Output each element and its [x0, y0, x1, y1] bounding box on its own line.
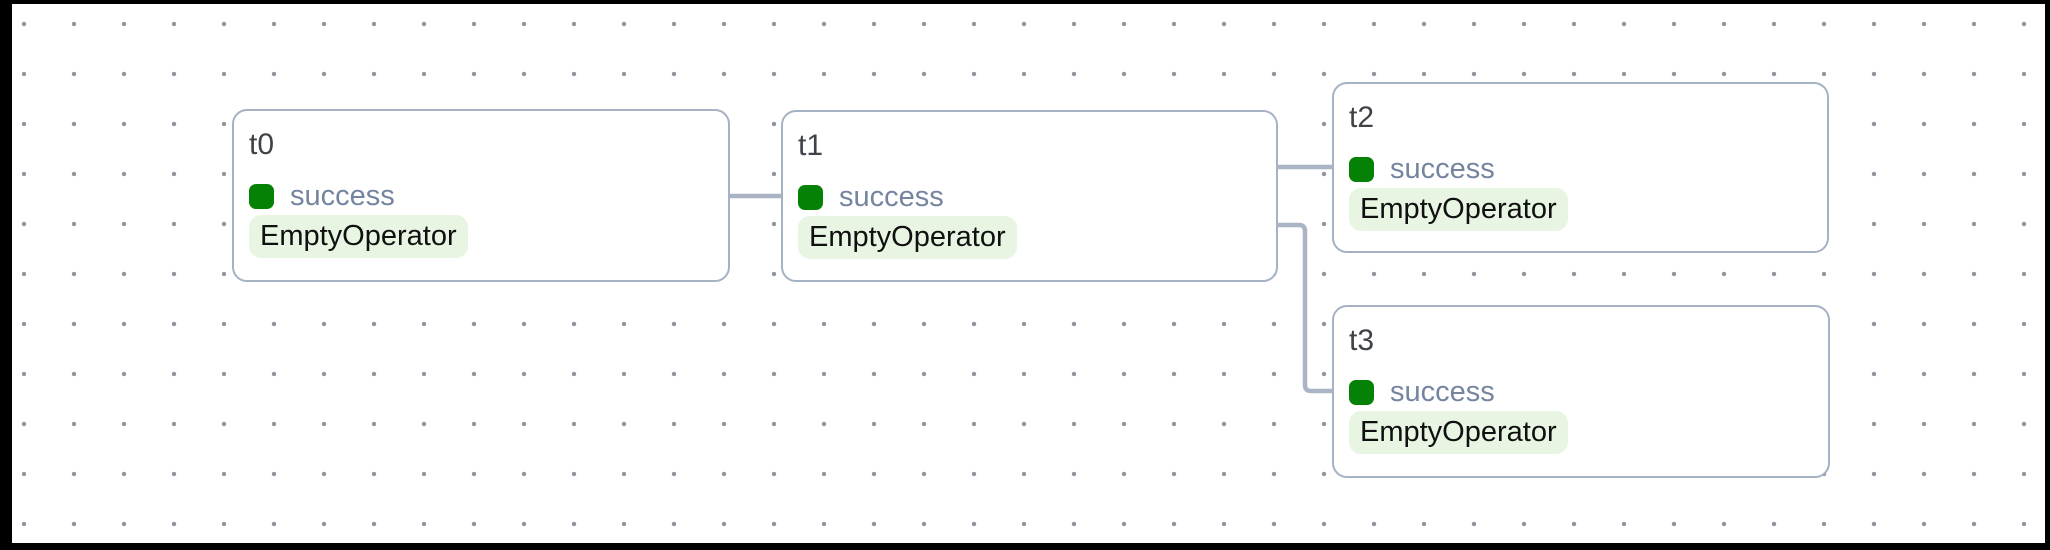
task-node-t1[interactable]: t1 success EmptyOperator: [781, 110, 1278, 282]
task-node-t0[interactable]: t0 success EmptyOperator: [232, 109, 730, 282]
operator-badge: EmptyOperator: [249, 215, 468, 258]
operator-badge: EmptyOperator: [1349, 188, 1568, 231]
task-state-label: success: [1390, 376, 1495, 408]
task-status-row: success: [1349, 153, 1495, 185]
task-id-label: t3: [1349, 324, 1375, 357]
task-node-t3[interactable]: t3 success EmptyOperator: [1332, 305, 1830, 478]
task-id-label: t2: [1349, 101, 1375, 134]
task-status-row: success: [249, 180, 395, 212]
task-status-row: success: [1349, 376, 1495, 408]
task-state-label: success: [290, 180, 395, 212]
success-state-icon: [1349, 379, 1374, 405]
task-state-label: success: [1390, 153, 1495, 185]
task-id-label: t1: [798, 129, 824, 162]
edge-t1-t3: [1278, 222, 1332, 394]
task-id-label: t0: [249, 128, 275, 161]
operator-badge: EmptyOperator: [1349, 411, 1568, 454]
task-state-label: success: [839, 181, 944, 213]
task-status-row: success: [798, 181, 944, 213]
operator-badge: EmptyOperator: [798, 216, 1017, 259]
task-node-t2[interactable]: t2 success EmptyOperator: [1332, 82, 1829, 253]
success-state-icon: [798, 184, 823, 210]
success-state-icon: [249, 183, 274, 209]
success-state-icon: [1349, 156, 1374, 182]
